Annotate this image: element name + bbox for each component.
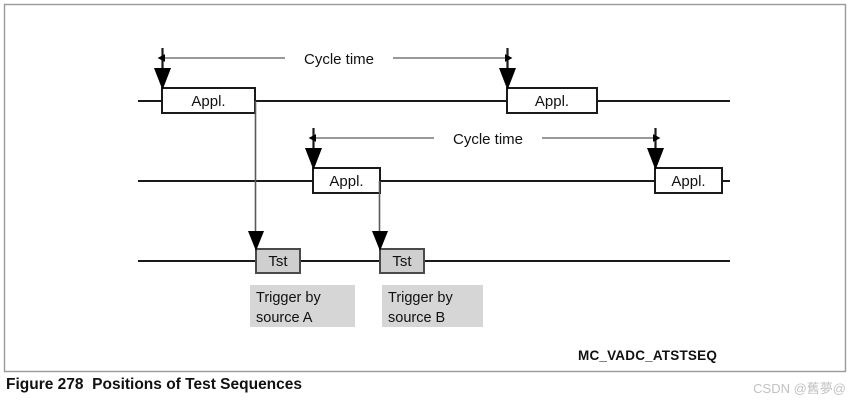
application-timeline-b: Appl. Appl. Cycle time xyxy=(138,128,730,194)
trigger-source-a-line1: Trigger by xyxy=(256,290,321,306)
appl-block-b2 xyxy=(654,167,723,194)
cycle-time-label-b: Cycle time xyxy=(453,131,523,148)
appl-block-b2-label: Appl. xyxy=(671,173,705,190)
tst-block-2-label: Tst xyxy=(392,253,412,270)
trigger-source-b-annotation: Trigger by source B xyxy=(382,285,483,327)
appl-block-a2 xyxy=(506,87,598,114)
trigger-source-b-line1: Trigger by xyxy=(388,290,453,306)
cycle-time-dimension-a: Cycle time xyxy=(157,48,513,68)
figure-caption: Figure 278 Positions of Test Sequences xyxy=(6,376,303,393)
trigger-source-a-line2: source A xyxy=(256,310,313,326)
figure-border xyxy=(3,3,847,373)
signal-name-label: MC_VADC_ATSTSEQ xyxy=(578,348,717,363)
tst-block-2 xyxy=(379,248,425,274)
appl-block-b1 xyxy=(312,167,381,194)
trigger-source-b-line2: source B xyxy=(388,310,445,326)
application-timeline-a: Appl. Appl. Cycle time xyxy=(138,48,730,114)
appl-block-a1-label: Appl. xyxy=(191,93,225,110)
trigger-source-a-annotation: Trigger by source A xyxy=(250,285,355,327)
tst-block-1 xyxy=(255,248,301,274)
appl-block-b1-label: Appl. xyxy=(329,173,363,190)
cycle-time-dimension-b: Cycle time xyxy=(308,128,661,148)
appl-block-a1 xyxy=(161,87,256,114)
cycle-time-label-a: Cycle time xyxy=(304,51,374,68)
trigger-connector-b xyxy=(372,181,388,251)
tst-block-1-label: Tst xyxy=(268,253,288,270)
appl-block-a2-label: Appl. xyxy=(535,93,569,110)
trigger-connector-a xyxy=(248,101,264,251)
test-sequence-timeline: Tst Tst xyxy=(138,248,730,274)
csdn-watermark: CSDN @舊夢@ xyxy=(753,381,846,396)
